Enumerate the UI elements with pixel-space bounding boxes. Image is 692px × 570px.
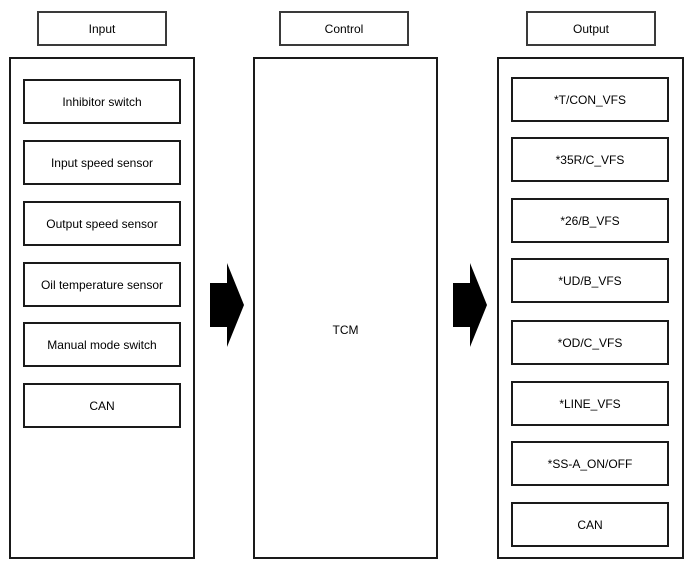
output-item-label: *OD/C_VFS — [557, 335, 623, 350]
output-item-box: *LINE_VFS — [511, 381, 669, 426]
output-item-label: *35R/C_VFS — [555, 152, 625, 167]
input-column-header: Input — [37, 11, 167, 46]
input-item-box: Input speed sensor — [23, 140, 181, 185]
output-item-box: *UD/B_VFS — [511, 258, 669, 303]
output-item-box: *SS-A_ON/OFF — [511, 441, 669, 486]
arrow-shape — [453, 263, 487, 347]
input-item-label: Oil temperature sensor — [40, 277, 164, 292]
output-item-label: CAN — [577, 517, 603, 532]
output-item-label: *26/B_VFS — [560, 213, 620, 228]
input-item-box: Output speed sensor — [23, 201, 181, 246]
output-item-label: *T/CON_VFS — [553, 92, 626, 107]
input-item-box: Oil temperature sensor — [23, 262, 181, 307]
input-to-control-arrow-icon — [210, 263, 244, 347]
input-item-box: CAN — [23, 383, 181, 428]
output-item-box: *26/B_VFS — [511, 198, 669, 243]
output-item-box: CAN — [511, 502, 669, 547]
tcm-box: TCM — [253, 57, 438, 559]
control-to-output-arrow-icon — [453, 263, 487, 347]
input-header-label: Input — [88, 21, 116, 36]
output-column-header: Output — [526, 11, 656, 46]
input-item-label: Inhibitor switch — [62, 94, 142, 109]
output-item-label: *LINE_VFS — [559, 396, 621, 411]
output-item-box: *T/CON_VFS — [511, 77, 669, 122]
input-group-box: Inhibitor switch Input speed sensor Outp… — [9, 57, 195, 559]
tcm-label: TCM — [332, 323, 359, 337]
input-item-label: Input speed sensor — [50, 155, 154, 170]
output-item-box: *35R/C_VFS — [511, 137, 669, 182]
output-header-label: Output — [572, 21, 610, 36]
control-column-header: Control — [279, 11, 409, 46]
output-item-box: *OD/C_VFS — [511, 320, 669, 365]
input-item-box: Manual mode switch — [23, 322, 181, 367]
input-item-label: CAN — [89, 398, 115, 413]
input-item-label: Manual mode switch — [47, 337, 157, 352]
arrow-shape — [210, 263, 244, 347]
output-item-label: *SS-A_ON/OFF — [547, 456, 633, 471]
input-item-label: Output speed sensor — [46, 216, 158, 231]
output-item-label: *UD/B_VFS — [558, 273, 622, 288]
control-header-label: Control — [324, 21, 364, 36]
output-group-box: *T/CON_VFS *35R/C_VFS *26/B_VFS *UD/B_VF… — [497, 57, 684, 559]
input-item-box: Inhibitor switch — [23, 79, 181, 124]
